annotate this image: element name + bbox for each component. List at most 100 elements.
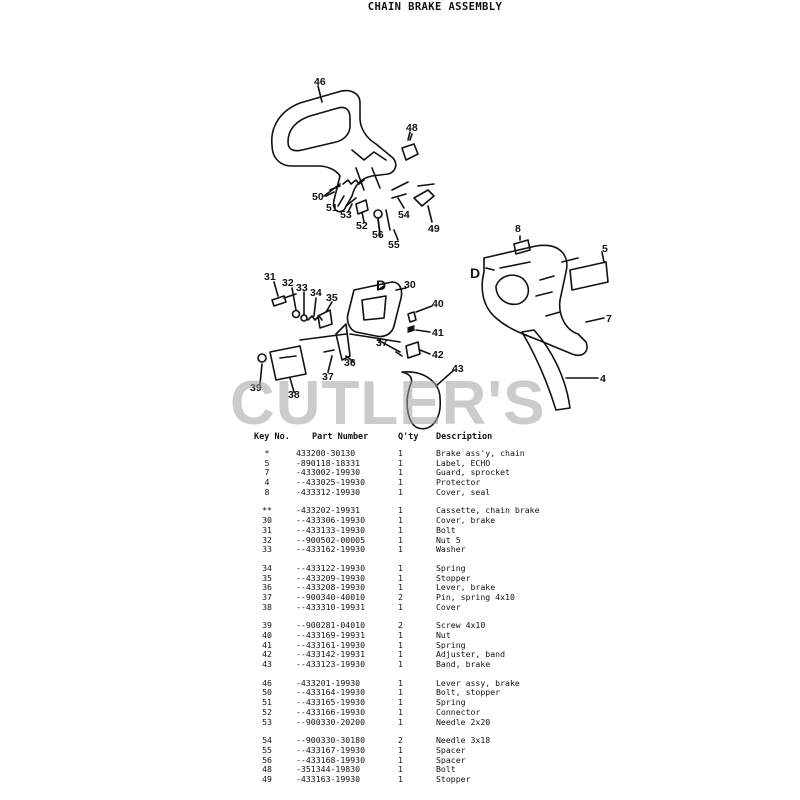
callout-31: 31 [264,271,276,283]
part-number-cell: --433168-19930 [296,754,366,765]
needle-54-shape [391,181,409,199]
part-number-cell: --433167-19930 [296,744,366,755]
screw-39-shape [257,353,267,363]
brake-lever-shape [271,89,397,213]
key-cell: 30 [262,515,272,526]
callout-4: 4 [600,373,606,385]
description-cell: Cover, brake [436,515,496,526]
key-cell: 35 [262,572,272,583]
callout-41: 41 [432,327,444,339]
stopper-49-shape [413,189,435,207]
nut-40-shape [407,311,417,323]
description-cell: Bolt, stopper [436,687,501,698]
callout-30: 30 [404,279,416,291]
callout-48: 48 [406,122,418,134]
key-cell: 48 [262,764,272,775]
qty-cell: 1 [398,486,403,497]
description-cell: Connector [436,706,481,717]
part-number-cell: --433166-19930 [296,706,366,717]
bolt-48-shape [401,131,419,161]
part-number-cell: --433025-19930 [296,477,366,488]
spring-51-shape [342,179,365,185]
cover-38-shape [269,345,307,381]
key-cell: 32 [262,534,272,545]
key-cell: 42 [262,649,272,660]
qty-cell: 1 [398,649,403,660]
part-number-cell: -890118-18331 [296,457,361,468]
qty-cell: 1 [398,706,403,717]
watermark: CUTLER'S [230,369,546,438]
description-cell: Spring [436,562,466,573]
stopper-35-shape [317,309,333,329]
qty-cell: 1 [398,562,403,573]
qty-cell: 2 [398,591,403,602]
seal-cover-8-shape [513,239,531,255]
part-number-cell: --433208-19930 [296,582,366,593]
qty-cell: 1 [398,630,403,640]
qty-cell: 1 [398,697,403,708]
description-cell: Spacer [436,754,466,765]
key-cell: 5 [264,457,270,468]
description-cell: Pin, spring 4x10 [436,591,515,602]
callout-39: 39 [250,382,262,394]
callout-55: 55 [388,239,400,251]
callout-d-guard: D [470,265,480,281]
header-part-number: Part Number [312,432,369,442]
part-number-cell: --433164-19930 [296,687,366,698]
spring-41-shape [407,325,415,333]
part-number-cell: --433209-19930 [296,572,366,583]
callout-5: 5 [602,243,608,255]
qty-cell: 1 [398,773,403,784]
callout-37-lower: 37 [322,371,334,383]
description-cell: Adjuster, band [436,649,506,660]
qty-cell: 1 [398,572,403,583]
page-title: CHAIN BRAKE ASSEMBLY [367,1,503,13]
connector-52-shape [355,199,369,215]
qty-cell: 1 [398,448,403,458]
part-number-cell: --433310-19931 [296,601,366,612]
part-number-cell: -433202-19931 [296,505,361,516]
parts-list-table: Key No. Part Number Q'ty Description *43… [254,432,554,785]
description-cell: Cover, seal [436,486,491,497]
protector-4-shape [521,329,571,411]
callout-7: 7 [606,313,612,325]
part-number-cell: --900281-04010 [296,620,366,631]
qty-cell: 1 [398,659,403,670]
key-cell: 50 [262,687,272,698]
brake-lever-36-shape [335,323,351,361]
part-number-cell: --433162-19930 [296,544,366,555]
key-cell: 37 [262,591,272,602]
nut-32-shape [291,309,301,319]
description-cell: Label, ECHO [436,457,491,468]
callout-49: 49 [428,223,440,235]
key-cell: 56 [262,754,272,765]
table-row: 50 --433164-19930 1 Bolt, stopper [254,688,554,698]
description-cell: Stopper [436,572,471,583]
key-cell: * [264,448,270,458]
key-cell: 34 [262,562,272,573]
adjuster-42-shape [405,341,421,359]
qty-cell: 1 [398,687,403,698]
qty-cell: 1 [398,582,403,593]
callout-52: 52 [356,220,368,232]
qty-cell: 1 [398,505,403,516]
description-cell: Screw 4x10 [436,620,486,631]
callout-46: 46 [314,76,326,88]
callout-37-upper: 37 [376,337,388,349]
description-cell: Cassette, chain brake [436,505,540,516]
label-5-shape [569,261,609,291]
qty-cell: 1 [398,601,403,612]
key-cell: 41 [262,639,272,650]
